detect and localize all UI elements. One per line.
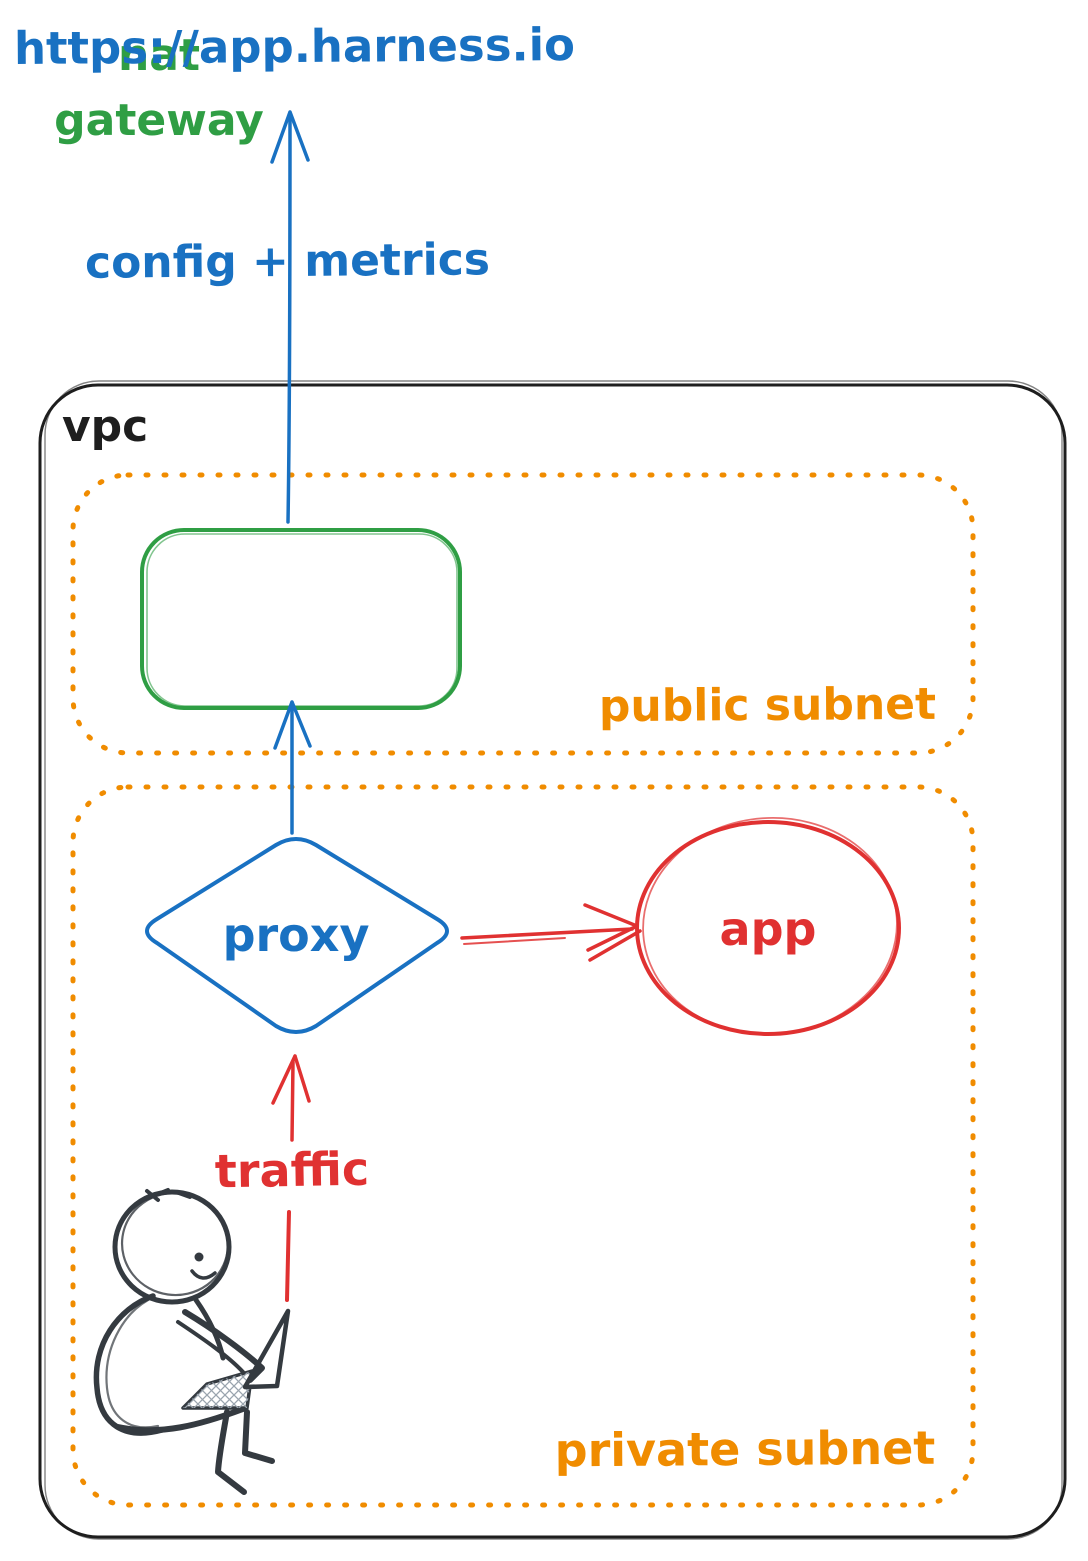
traffic-label: traffic: [214, 1141, 370, 1199]
vpc-border: [38, 383, 1067, 1539]
external-url-label: https://app.harness.io: [13, 18, 576, 75]
vpc-border-sketch: [44, 380, 1063, 1540]
app-border-sketch: [642, 816, 898, 1036]
arrow-head: [273, 700, 312, 750]
arrow-head: [270, 110, 310, 164]
nat-gateway-border: [140, 528, 462, 710]
person-head-sketch: [120, 1191, 230, 1297]
person-eye: [194, 1252, 204, 1262]
nat-gateway-label-line1: nat: [117, 30, 201, 81]
app-label: app: [719, 902, 817, 956]
arrow-head: [271, 1054, 311, 1105]
laptop-screen: [242, 1308, 291, 1390]
arrow-natgw-to-url: [270, 110, 310, 524]
person-arm: [182, 1309, 265, 1383]
vpc-box: [38, 380, 1067, 1540]
proxy-node: [145, 837, 449, 1034]
arrow-head: [583, 903, 642, 962]
person-with-laptop-icon: [93, 1188, 291, 1495]
arrow-user-to-proxy: [271, 1054, 311, 1302]
arrow-shaft: [460, 927, 634, 940]
arrow-proxy-to-natgw: [273, 700, 312, 835]
nat-gateway-label: nat gateway: [0, 0, 318, 176]
arrow-shaft-upper: [290, 1060, 295, 1142]
vpc-label: vpc: [62, 401, 149, 452]
person-torso-sketch: [105, 1298, 160, 1429]
person-smile: [190, 1269, 217, 1280]
arrow-shaft-lower: [285, 1210, 291, 1302]
public-subnet-box: [70, 472, 976, 756]
proxy-label: proxy: [222, 908, 370, 962]
nat-gateway-border-sketch: [146, 533, 458, 707]
nat-gateway-node: [140, 528, 462, 710]
config-metrics-label: config + metrics: [84, 234, 491, 289]
private-subnet-box: [70, 784, 976, 1508]
arrow-proxy-to-app: [460, 903, 642, 962]
person-leg-back: [242, 1409, 275, 1464]
public-subnet-label: public subnet: [598, 678, 937, 733]
laptop-keyboard-hatch: [183, 1371, 252, 1408]
person-arm-sketch: [176, 1320, 245, 1374]
private-subnet-label: private subnet: [554, 1420, 936, 1478]
person-leg-front: [215, 1409, 247, 1495]
nat-gateway-label-line2: gateway: [54, 95, 264, 146]
arrow-shaft: [286, 113, 292, 524]
app-node: [635, 816, 901, 1036]
arrow-shaft-sketch: [463, 937, 566, 945]
